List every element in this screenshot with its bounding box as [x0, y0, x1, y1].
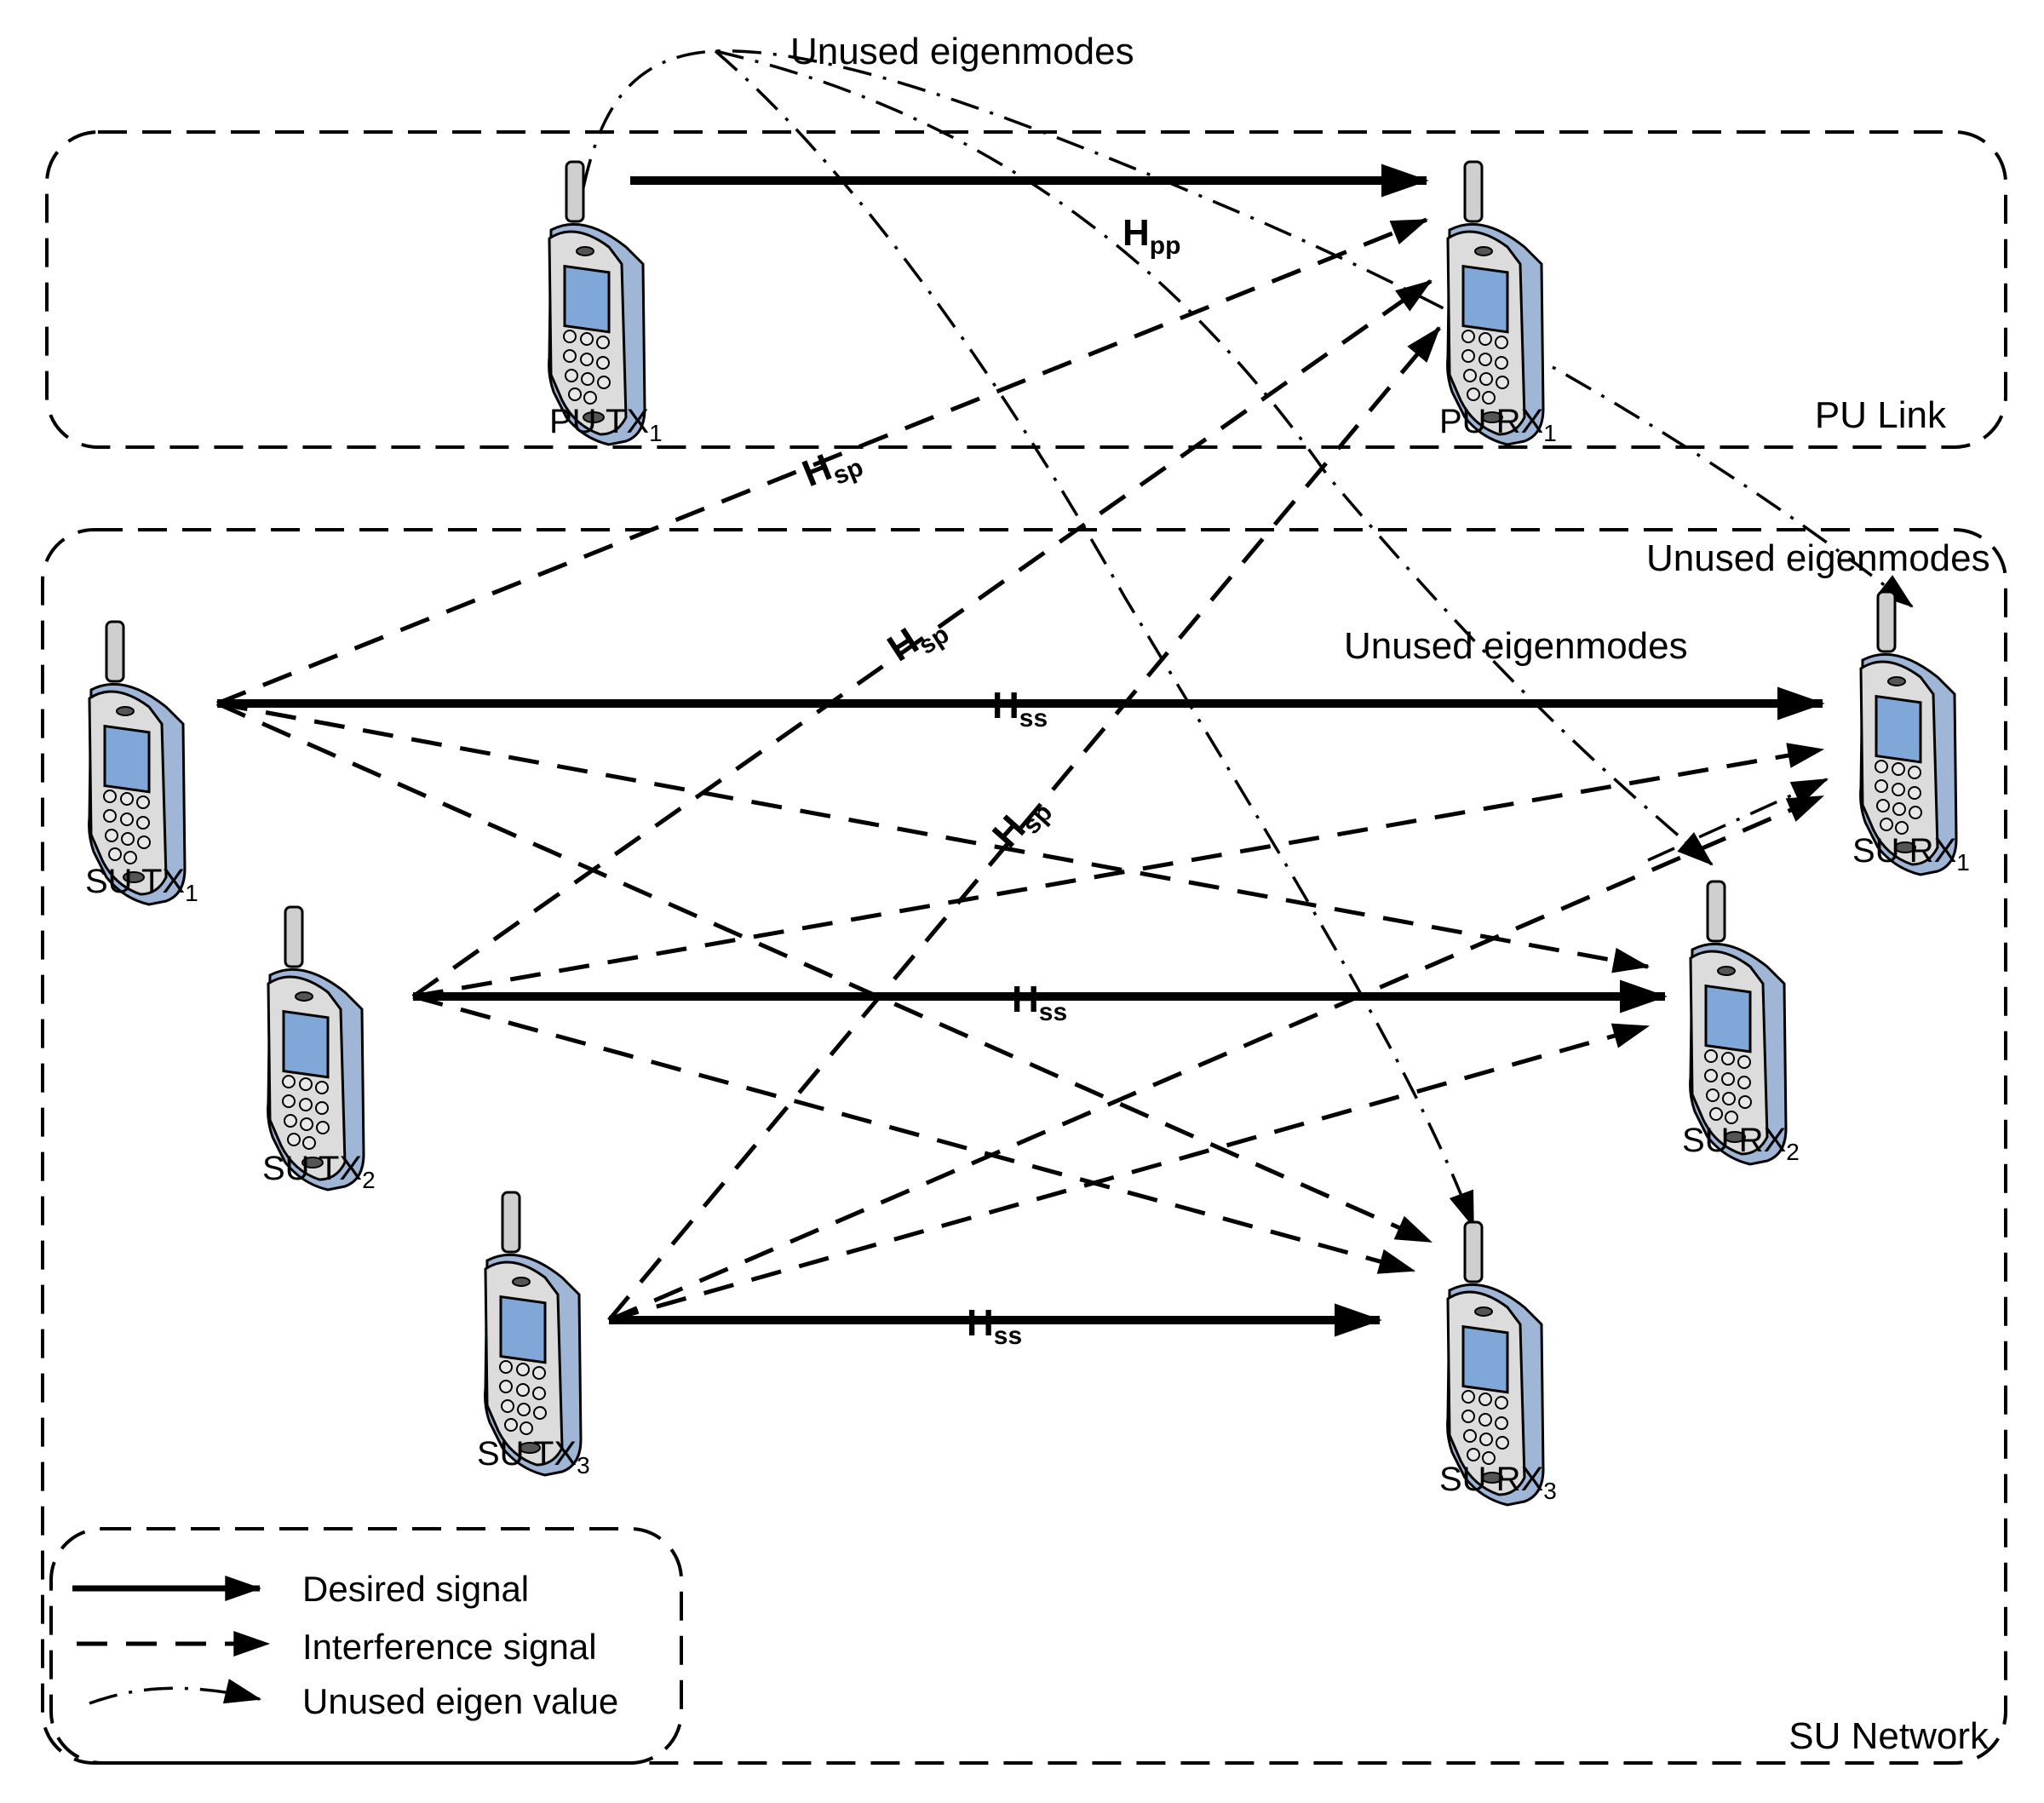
su-rx3-label: SU RX3 [1439, 1461, 1557, 1504]
su-tx3-phone-icon [484, 1191, 583, 1477]
su-network-region [41, 528, 2007, 1765]
legend-unused-line [89, 1679, 262, 1705]
interference-sutx2-purx1 [411, 278, 1433, 999]
interference-sutx1-surx3 [215, 701, 1433, 1244]
unused-eigenmodes-middle-label: Unused eigenmodes [1344, 625, 1688, 667]
interference-sutx3-purx1 [607, 326, 1441, 1322]
su-tx1-label: SU TX1 [85, 863, 198, 906]
unused-eigenmodes-top-label: Unused eigenmodes [790, 31, 1134, 72]
hpp-label: Hpp [1122, 212, 1180, 260]
legend-unused-label: Unused eigen value [302, 1681, 618, 1721]
interference-sutx3-surx2 [608, 1023, 1651, 1323]
legend-box [49, 1527, 683, 1765]
su-tx3-label: SU TX3 [477, 1435, 590, 1479]
su-rx1-label: SU RX1 [1852, 832, 1970, 876]
pu-rx1-label: PU RX1 [1439, 403, 1557, 446]
interference-sutx3-surx1 [608, 794, 1824, 1323]
unused-eigenmodes-rx1-label: Unused eigenmodes [1646, 537, 1990, 579]
pu-link-region [45, 130, 2007, 449]
su-tx2-label: SU TX2 [262, 1150, 376, 1193]
su-network-label: SU Network [1788, 1715, 1989, 1757]
hsp-label-1: Hsp [796, 435, 867, 501]
su-tx2-phone-icon [267, 905, 365, 1191]
pu-tx1-label: PU TX1 [549, 403, 663, 446]
interference-sutx1-purx1 [216, 217, 1428, 706]
hss-label-3: Hss [967, 1302, 1022, 1350]
legend-interference-label: Interference signal [302, 1627, 597, 1667]
hss-label-1: Hss [992, 685, 1048, 732]
interference-sutx2-surx1 [412, 743, 1825, 999]
hss-label-2: Hss [1012, 979, 1067, 1026]
interference-sutx2-surx3 [412, 994, 1416, 1274]
pu-link-label: PU Link [1815, 394, 1947, 436]
unused-pu-to-surx1 [582, 49, 1914, 608]
unused-from-surx2 [1647, 778, 1829, 862]
legend-desired-label: Desired signal [302, 1569, 529, 1609]
hsp-label-2: Hsp [881, 604, 955, 675]
interference-sutx1-surx2 [216, 701, 1651, 973]
su-rx2-label: SU RX2 [1682, 1122, 1800, 1165]
unused-pu-to-surx3 [714, 49, 1475, 1229]
